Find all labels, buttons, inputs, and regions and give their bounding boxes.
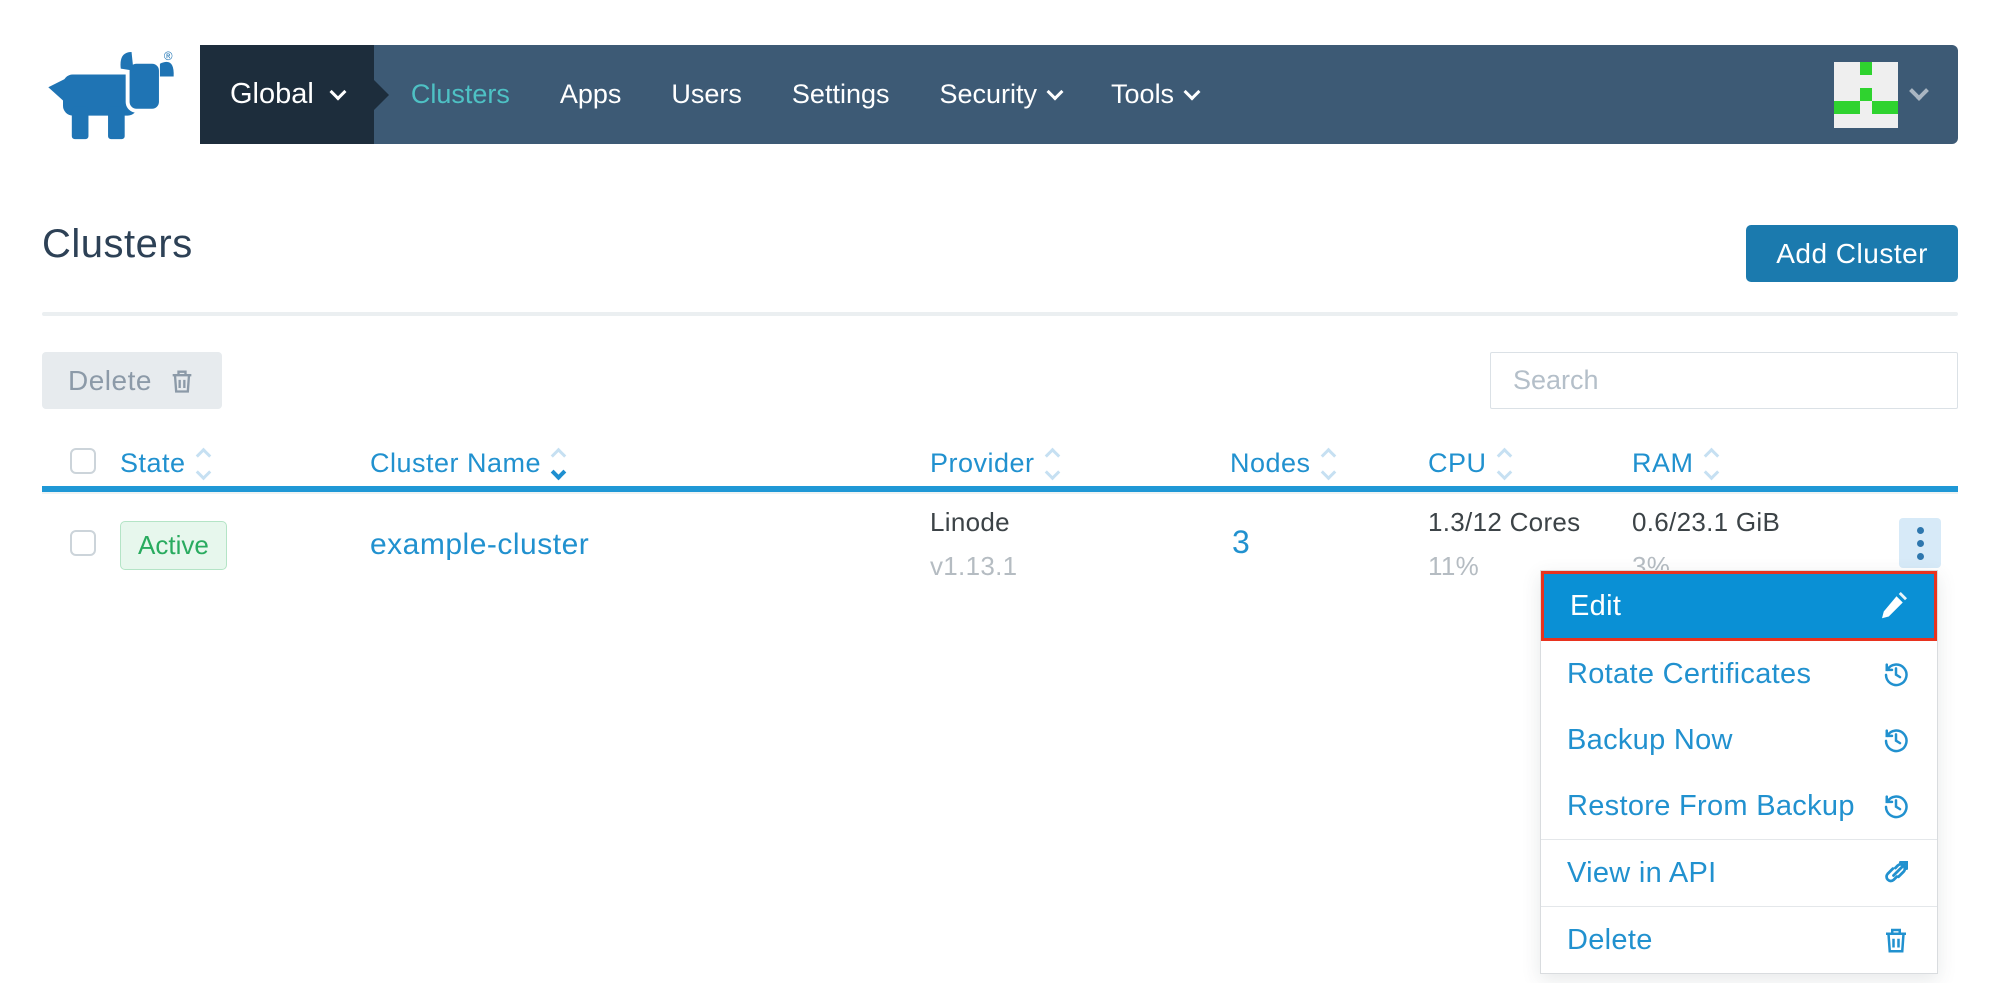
chevron-down-icon <box>329 83 347 100</box>
page-title: Clusters <box>42 222 193 266</box>
history-icon <box>1881 791 1911 821</box>
menu-item-delete[interactable]: Delete <box>1541 907 1937 973</box>
breadcrumb-arrow-icon <box>373 79 389 110</box>
cpu-percent: 11% <box>1428 551 1480 581</box>
sort-icons <box>195 447 211 480</box>
main-nav: Global Clusters Apps Users Settings Secu… <box>200 45 1958 144</box>
column-header-nodes[interactable]: Nodes <box>1230 447 1336 480</box>
sort-icons <box>1703 447 1719 480</box>
menu-item-view-in-api[interactable]: View in API <box>1541 840 1937 906</box>
trash-icon <box>168 367 196 395</box>
history-icon <box>1881 725 1911 755</box>
chevron-down-icon <box>1183 83 1201 100</box>
provider-version: v1.13.1 <box>930 551 1018 581</box>
provider-name: Linode <box>930 507 1010 537</box>
column-header-cluster-name[interactable]: Cluster Name <box>370 447 567 480</box>
column-header-provider[interactable]: Provider <box>930 447 1060 480</box>
cpu-cell: 1.3/12 Cores 11% <box>1428 507 1580 582</box>
rancher-logo[interactable]: ® <box>44 50 176 149</box>
ram-cell: 0.6/23.1 GiB 3% <box>1632 507 1780 582</box>
nav-item-settings[interactable]: Settings <box>791 79 890 109</box>
chevron-down-icon <box>1046 83 1064 100</box>
menu-item-backup-now-label: Backup Now <box>1567 723 1733 756</box>
nav-item-security-label: Security <box>939 79 1038 109</box>
sort-icons <box>1320 447 1336 480</box>
column-header-cluster-name-label: Cluster Name <box>370 448 542 478</box>
sort-icons <box>550 447 567 480</box>
menu-item-rotate-certificates[interactable]: Rotate Certificates <box>1541 641 1937 707</box>
row-actions-menu: Edit Rotate Certificates Backup Now <box>1540 570 1938 974</box>
menu-item-delete-label: Delete <box>1567 923 1653 956</box>
bulk-delete-button[interactable]: Delete <box>42 352 222 409</box>
menu-divider <box>1541 839 1937 840</box>
external-link-icon <box>1881 858 1911 888</box>
search-input[interactable] <box>1490 352 1958 409</box>
menu-item-edit-label: Edit <box>1570 589 1622 622</box>
pencil-icon <box>1878 591 1908 621</box>
row-actions-button[interactable] <box>1899 518 1941 568</box>
column-header-cpu-label: CPU <box>1428 448 1487 478</box>
row-divider <box>42 492 1958 494</box>
menu-item-rotate-certificates-label: Rotate Certificates <box>1567 657 1812 690</box>
menu-divider <box>1541 906 1937 907</box>
add-cluster-button[interactable]: Add Cluster <box>1746 225 1958 282</box>
cpu-usage: 1.3/12 Cores <box>1428 507 1581 537</box>
menu-item-backup-now[interactable]: Backup Now <box>1541 707 1937 773</box>
column-header-cpu[interactable]: CPU <box>1428 447 1512 480</box>
nav-item-users[interactable]: Users <box>671 79 742 109</box>
row-checkbox[interactable] <box>70 530 96 556</box>
nodes-count-link[interactable]: 3 <box>1232 524 1250 560</box>
bulk-delete-label: Delete <box>68 364 152 396</box>
status-badge: Active <box>120 521 227 570</box>
menu-item-edit[interactable]: Edit <box>1541 571 1937 641</box>
sort-icons <box>1496 447 1512 480</box>
trash-icon <box>1881 925 1911 955</box>
environment-label: Global <box>230 78 314 110</box>
history-icon <box>1881 659 1911 689</box>
nav-item-security[interactable]: Security <box>939 79 1064 110</box>
cluster-name-link[interactable]: example-cluster <box>370 528 590 561</box>
ram-usage: 0.6/23.1 GiB <box>1632 507 1781 537</box>
menu-item-view-in-api-label: View in API <box>1567 856 1717 889</box>
menu-item-restore-from-backup[interactable]: Restore From Backup <box>1541 773 1937 839</box>
divider <box>42 312 1958 316</box>
nav-item-tools-label: Tools <box>1111 79 1175 109</box>
menu-item-restore-from-backup-label: Restore From Backup <box>1567 789 1855 822</box>
provider-cell: Linode v1.13.1 <box>930 507 1017 582</box>
nav-item-apps[interactable]: Apps <box>559 79 622 109</box>
nav-item-tools[interactable]: Tools <box>1111 79 1201 110</box>
user-menu[interactable] <box>1834 61 1958 128</box>
chevron-down-icon <box>1909 81 1929 101</box>
column-header-state-label: State <box>120 448 186 478</box>
kebab-dot <box>1916 526 1924 534</box>
table-header-underline <box>42 486 1958 492</box>
nav-item-clusters[interactable]: Clusters <box>410 79 510 109</box>
sort-icons <box>1044 447 1060 480</box>
rancher-cow-icon: ® <box>48 50 174 140</box>
column-header-provider-label: Provider <box>930 448 1035 478</box>
column-header-nodes-label: Nodes <box>1230 448 1311 478</box>
column-header-ram[interactable]: RAM <box>1632 447 1719 480</box>
environment-dropdown[interactable]: Global <box>200 45 374 144</box>
select-all-checkbox[interactable] <box>70 448 96 474</box>
kebab-dot <box>1916 552 1924 560</box>
column-header-ram-label: RAM <box>1632 448 1694 478</box>
registered-mark: ® <box>164 50 173 63</box>
user-avatar <box>1834 61 1898 128</box>
column-header-state[interactable]: State <box>120 447 211 480</box>
kebab-dot <box>1916 539 1924 547</box>
